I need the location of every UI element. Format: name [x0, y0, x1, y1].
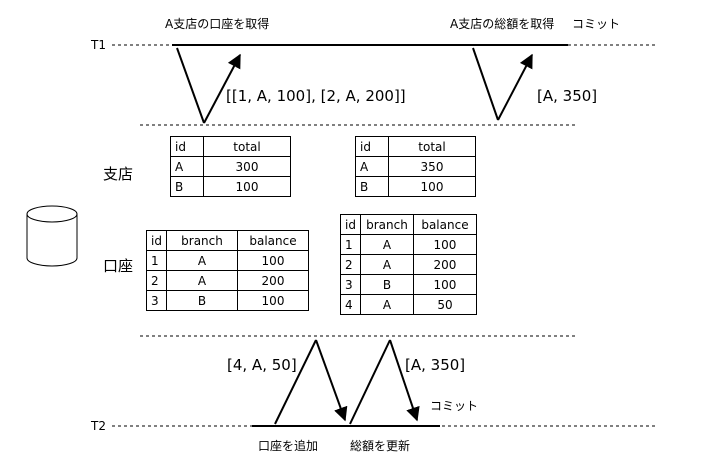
branch-table-before: id total A 300 B 100 [170, 136, 291, 197]
table-header-cell: total [203, 136, 291, 157]
t2-write1-request-line [274, 339, 317, 425]
table-cell: 100 [237, 250, 309, 271]
table-header-row: id branch balance [146, 230, 309, 251]
table-cell: A [170, 156, 204, 177]
table-row: A 300 [170, 156, 291, 177]
table-row: 2 A 200 [340, 254, 477, 275]
table-cell: 4 [340, 294, 361, 315]
table-cell: B [355, 176, 389, 197]
table-row: 3 B 100 [146, 290, 309, 311]
table-header-cell: id [146, 230, 167, 251]
table-cell: 200 [412, 254, 477, 275]
table-row: 3 B 100 [340, 274, 477, 295]
t2-data2-text: [A, 350] [405, 356, 466, 374]
t2-commit-label: コミット [430, 399, 479, 413]
table-row: 4 A 50 [340, 294, 477, 315]
table-cell: A [359, 254, 414, 275]
t1-query1-request-line [176, 47, 205, 124]
table-header-cell: balance [412, 214, 477, 235]
table-cell: 2 [146, 270, 167, 291]
account-table-after: id branch balance 1 A 100 2 A 200 3 B 10… [340, 214, 477, 315]
table-header-row: id branch balance [340, 214, 477, 235]
table-cell: 300 [203, 156, 291, 177]
t1-label: T1 [91, 38, 106, 52]
table-cell: A [355, 156, 389, 177]
account-table-label: 口座 [103, 257, 134, 275]
table-header-row: id total [170, 136, 291, 157]
table-row: A 350 [355, 156, 476, 177]
t1-op1-label: A支店の口座を取得 [165, 17, 270, 31]
table-header-row: id total [355, 136, 476, 157]
table-cell: 50 [412, 294, 477, 315]
table-cell: B [166, 290, 238, 311]
t1-result1-text: [[1, A, 100], [2, A, 200]] [226, 87, 406, 105]
t2-label: T2 [91, 419, 106, 433]
table-cell: 100 [412, 274, 477, 295]
table-cell: 100 [203, 176, 291, 197]
table-cell: B [170, 176, 204, 197]
table-row: B 100 [170, 176, 291, 197]
table-cell: 1 [146, 250, 167, 271]
table-row: 1 A 100 [146, 250, 309, 271]
t1-query1-response-arrow [203, 53, 241, 124]
account-table-before: id branch balance 1 A 100 2 A 200 3 B 10… [146, 230, 309, 311]
table-row: 1 A 100 [340, 234, 477, 255]
branch-table-label: 支店 [103, 165, 134, 183]
table-cell: A [359, 234, 414, 255]
table-cell: A [359, 294, 414, 315]
table-header-cell: id [355, 136, 389, 157]
branch-table-after: id total A 350 B 100 [355, 136, 476, 197]
t2-op2-label: 総額を更新 [350, 439, 411, 453]
table-header-cell: id [170, 136, 204, 157]
t2-op1-label: 口座を追加 [258, 439, 319, 453]
table-cell: 350 [388, 156, 476, 177]
table-header-cell: balance [237, 230, 309, 251]
table-cell: 1 [340, 234, 361, 255]
t2-write2-response-arrow [389, 339, 420, 422]
table-cell: 3 [146, 290, 167, 311]
table-cell: A [166, 270, 238, 291]
table-header-cell: id [340, 214, 361, 235]
table-cell: 3 [340, 274, 361, 295]
t1-commit-label: コミット [572, 17, 621, 31]
table-cell: 100 [388, 176, 476, 197]
table-cell: 200 [237, 270, 309, 291]
table-row: B 100 [355, 176, 476, 197]
t2-write2-request-line [349, 339, 391, 425]
t1-result2-text: [A, 350] [537, 87, 598, 105]
t2-data1-text: [4, A, 50] [227, 356, 297, 374]
t1-query2-response-arrow [497, 53, 533, 121]
t1-op2-label: A支店の総額を取得 [450, 17, 555, 31]
t2-write1-response-arrow [315, 339, 348, 422]
table-cell: B [359, 274, 414, 295]
table-header-cell: total [388, 136, 476, 157]
table-cell: 100 [412, 234, 477, 255]
table-cell: 2 [340, 254, 361, 275]
table-cell: A [166, 250, 238, 271]
table-header-cell: branch [359, 214, 414, 235]
table-header-cell: branch [166, 230, 238, 251]
t1-query2-request-line [472, 47, 499, 121]
database-icon [26, 205, 78, 267]
table-cell: 100 [237, 290, 309, 311]
table-row: 2 A 200 [146, 270, 309, 291]
